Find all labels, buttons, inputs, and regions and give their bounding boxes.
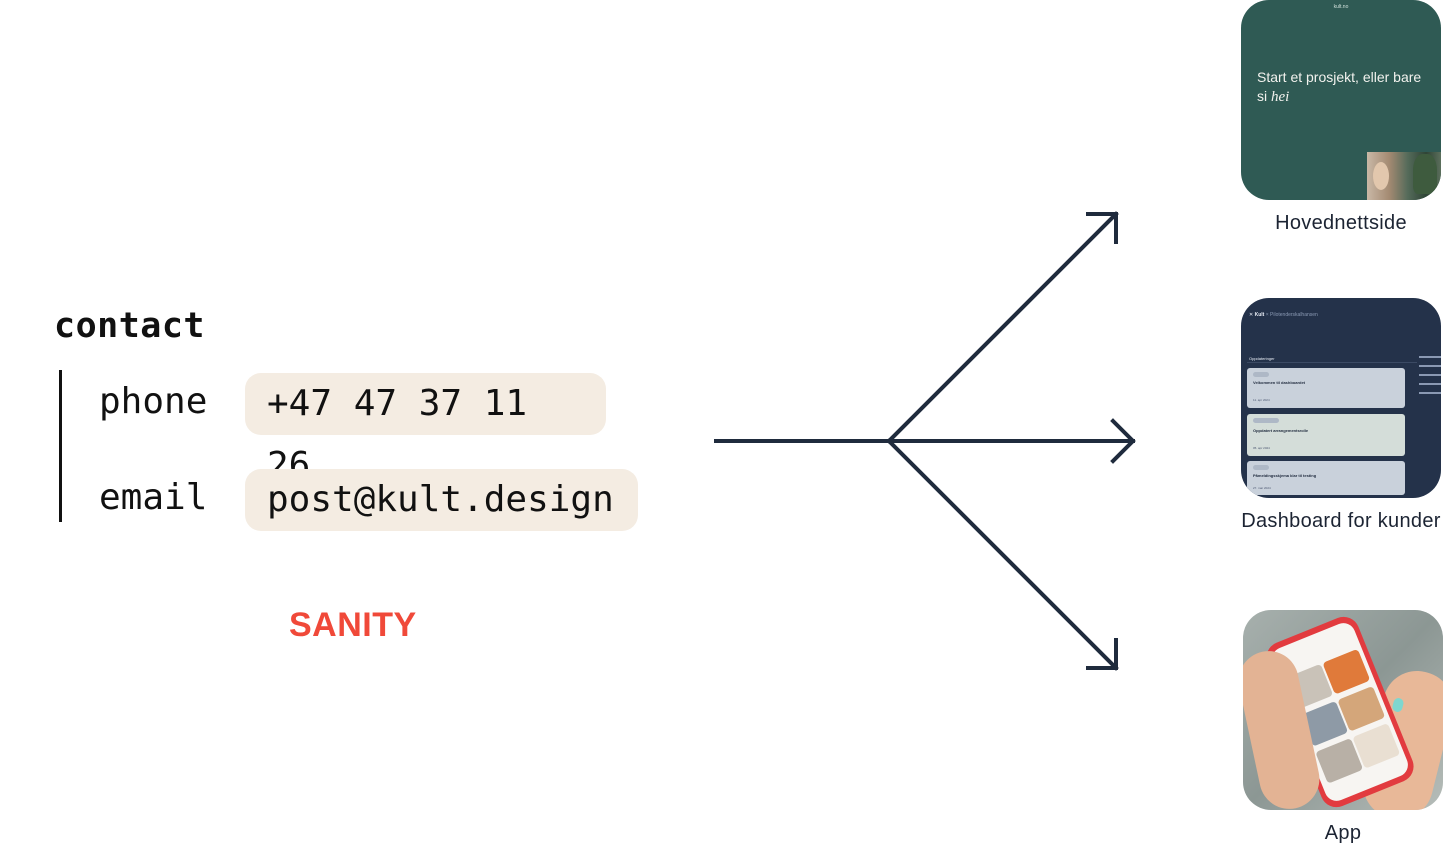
dashboard-header: ✕ Kult × Pilotenderskalhansen xyxy=(1249,312,1318,318)
website-thumbnail: kult.no Start et prosjekt, eller bare si… xyxy=(1241,0,1441,200)
arrow-up-line xyxy=(889,214,1116,441)
dashboard-card: Påmeldingsskjema klar til testing 27. ma… xyxy=(1247,461,1405,495)
caption-dashboard: Dashboard for kunder xyxy=(1231,510,1443,533)
caption-app: App xyxy=(1243,822,1443,845)
dashboard-card: Oppdatert arrangementsrolle 05. apr 2024 xyxy=(1247,414,1405,456)
app-thumbnail xyxy=(1243,610,1443,810)
dashboard-sidebar xyxy=(1419,356,1441,436)
dashboard-section-title: Oppdateringer xyxy=(1249,356,1275,361)
website-brand: kult.no xyxy=(1241,4,1441,10)
dashboard-card: Velkommen til dashboardet 11. apr 2024 xyxy=(1247,368,1405,408)
caption-website: Hovednettside xyxy=(1241,212,1441,235)
website-photo xyxy=(1367,152,1441,200)
website-heading: Start et prosjekt, eller bare si hei xyxy=(1257,68,1427,107)
dashboard-thumbnail: ✕ Kult × Pilotenderskalhansen Oppdaterin… xyxy=(1241,298,1441,498)
arrow-down-line xyxy=(889,441,1116,668)
